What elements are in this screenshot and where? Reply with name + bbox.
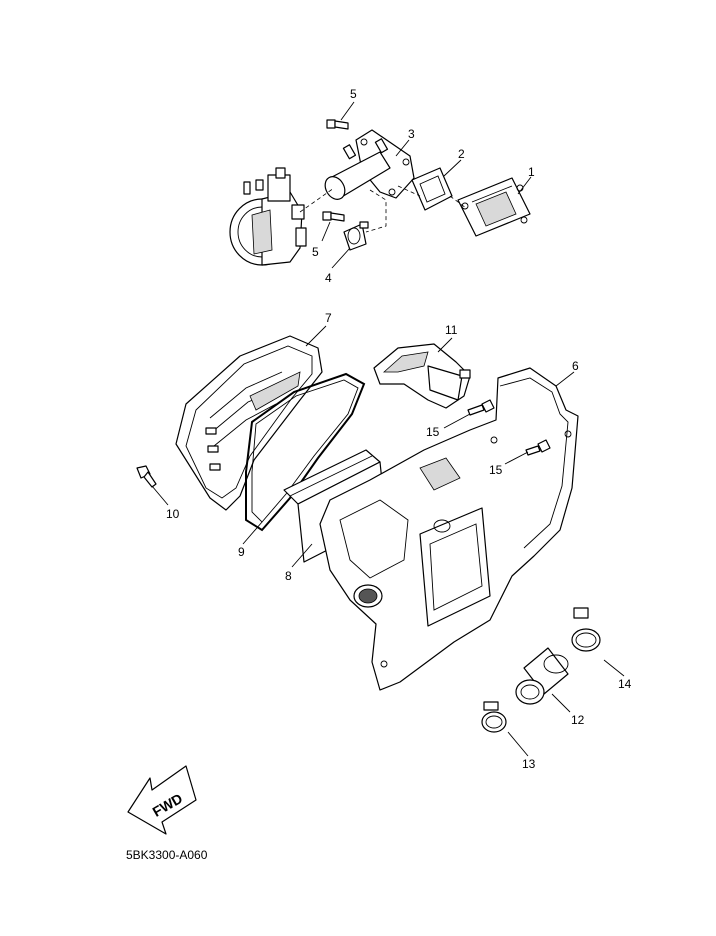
callout-1: 1 xyxy=(528,165,535,179)
callout-5-lower: 5 xyxy=(312,245,319,259)
callout-14: 14 xyxy=(618,677,632,691)
air-cleaner-cover xyxy=(175,335,323,511)
carburetor xyxy=(229,167,307,266)
callout-2: 2 xyxy=(458,147,465,161)
manifold-gasket xyxy=(411,167,453,211)
callout-13: 13 xyxy=(522,757,536,771)
hose-clamp-14 xyxy=(571,607,601,652)
callout-12: 12 xyxy=(571,713,585,727)
callout-15-lower: 15 xyxy=(489,463,503,477)
callout-4: 4 xyxy=(325,271,332,285)
callout-15-upper: 15 xyxy=(426,425,440,439)
bolt-cover xyxy=(136,465,157,488)
bolt-case-lower xyxy=(525,439,551,456)
callout-10: 10 xyxy=(166,507,180,521)
callout-9: 9 xyxy=(238,545,245,559)
callout-6: 6 xyxy=(572,359,579,373)
callout-11: 11 xyxy=(445,323,458,337)
hose-clamp-13 xyxy=(481,701,507,733)
air-cleaner-joint xyxy=(515,647,569,705)
callout-8: 8 xyxy=(285,569,292,583)
cover-gasket xyxy=(245,372,366,532)
intake-silencer-duct xyxy=(373,343,471,409)
intake-manifold xyxy=(324,129,415,200)
bolt-case-upper xyxy=(467,399,495,416)
fwd-arrow-icon: FWD xyxy=(127,765,197,835)
hose-clamp-small xyxy=(343,221,369,251)
screw-upper xyxy=(326,119,349,130)
callout-3: 3 xyxy=(408,127,415,141)
callout-7: 7 xyxy=(325,311,332,325)
reed-valve-assembly xyxy=(457,177,531,237)
air-cleaner-case xyxy=(319,367,579,691)
screw-lower xyxy=(322,211,345,222)
callout-5-upper: 5 xyxy=(350,87,357,101)
diagram-code: 5BK3300-A060 xyxy=(126,848,208,862)
